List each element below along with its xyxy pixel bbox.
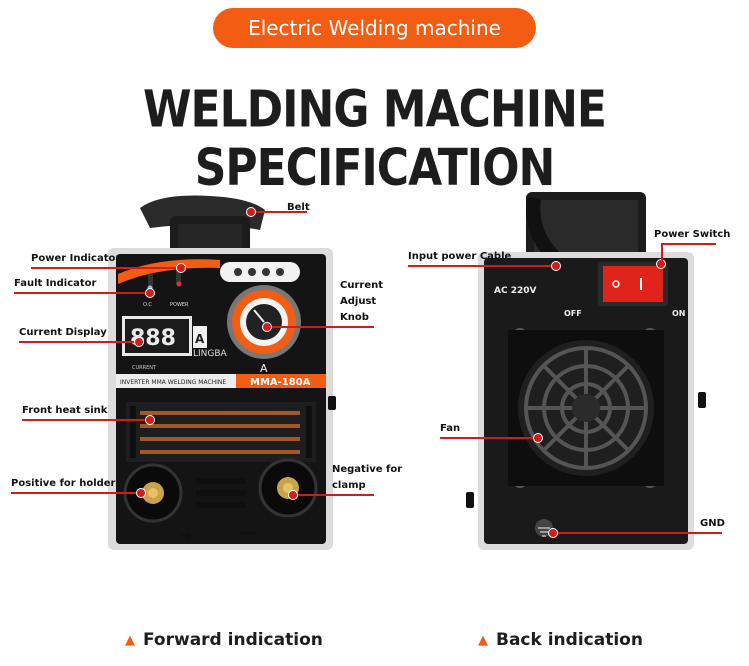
label-gnd: GND xyxy=(700,518,725,529)
label-negative-line2: clamp xyxy=(332,480,366,491)
page-title: WELDING MACHINE SPECIFICATION xyxy=(143,80,607,198)
strip-text: INVERTER MMA WELDING MACHINE xyxy=(120,379,226,386)
line-current-display xyxy=(19,341,139,343)
line-front-heat-sink xyxy=(22,419,150,421)
dot-fan xyxy=(533,433,543,443)
label-input-power-cable: Input power Cable xyxy=(408,251,512,262)
label-knob-line2: Adjust xyxy=(340,296,377,307)
dot-input-power-cable xyxy=(551,261,561,271)
label-fault-indicator: Fault Indicator xyxy=(14,278,97,289)
label-power-indicator: Power Indicator xyxy=(31,253,121,264)
back-caption-text: Back indication xyxy=(496,630,643,650)
line-input-power-cable xyxy=(408,265,556,267)
ac-voltage-text: AC 220V xyxy=(494,286,536,296)
label-power-switch: Power Switch xyxy=(654,229,731,240)
line-fault-indicator xyxy=(14,292,150,294)
back-caption: ▲ Back indication xyxy=(478,630,643,650)
line-power-switch xyxy=(662,243,716,245)
display-unit: A xyxy=(195,332,205,346)
oc-text: O.C xyxy=(143,302,152,308)
triangle-up-icon: ▲ xyxy=(478,632,488,648)
dot-gnd xyxy=(548,528,558,538)
minus-sign: − xyxy=(240,521,258,546)
current-text: CURRENT xyxy=(132,365,157,371)
label-front-heat-sink: Front heat sink xyxy=(22,405,108,416)
line-power-indicator xyxy=(31,267,181,269)
label-knob-line3: Knob xyxy=(340,312,369,323)
label-belt: Belt xyxy=(287,202,310,213)
dot-fault-indicator xyxy=(145,288,155,298)
dot-belt xyxy=(246,207,256,217)
dot-front-heat-sink xyxy=(145,415,155,425)
knob-unit: A xyxy=(260,362,268,375)
model-text: MMA-180A xyxy=(250,377,311,388)
dot-power-indicator xyxy=(176,263,186,273)
dot-negative xyxy=(288,490,298,500)
label-positive-holder: Positive for holder xyxy=(11,478,116,489)
power-text: POWER xyxy=(170,302,189,308)
on-text: ON xyxy=(672,309,686,318)
line-knob xyxy=(268,326,374,328)
product-badge: Electric Welding machine xyxy=(213,8,536,48)
line-positive-holder xyxy=(11,492,141,494)
line-fan xyxy=(440,437,538,439)
dot-positive-holder xyxy=(136,488,146,498)
dot-current-display xyxy=(134,337,144,347)
brand-text: LINGBA xyxy=(193,349,228,359)
label-knob-line1: Current xyxy=(340,280,384,291)
dot-knob xyxy=(262,322,272,332)
line-belt xyxy=(252,211,307,213)
line-gnd xyxy=(554,532,722,534)
product-badge-text: Electric Welding machine xyxy=(248,16,501,40)
label-fan: Fan xyxy=(440,423,461,434)
line-negative xyxy=(294,494,374,496)
front-machine-image: O.C POWER 888 A CURRENT LINGBA A INVERTE… xyxy=(108,195,336,550)
label-current-display: Current Display xyxy=(19,327,107,338)
plus-sign: + xyxy=(178,523,196,548)
label-negative-line1: Negative for xyxy=(332,464,403,475)
back-machine-image: AC 220V OFF ON xyxy=(466,192,706,550)
triangle-up-icon: ▲ xyxy=(125,632,135,648)
off-text: OFF xyxy=(564,309,582,318)
front-caption: ▲ Forward indication xyxy=(125,630,323,650)
line-power-switch-drop xyxy=(661,243,663,263)
front-caption-text: Forward indication xyxy=(143,630,323,650)
